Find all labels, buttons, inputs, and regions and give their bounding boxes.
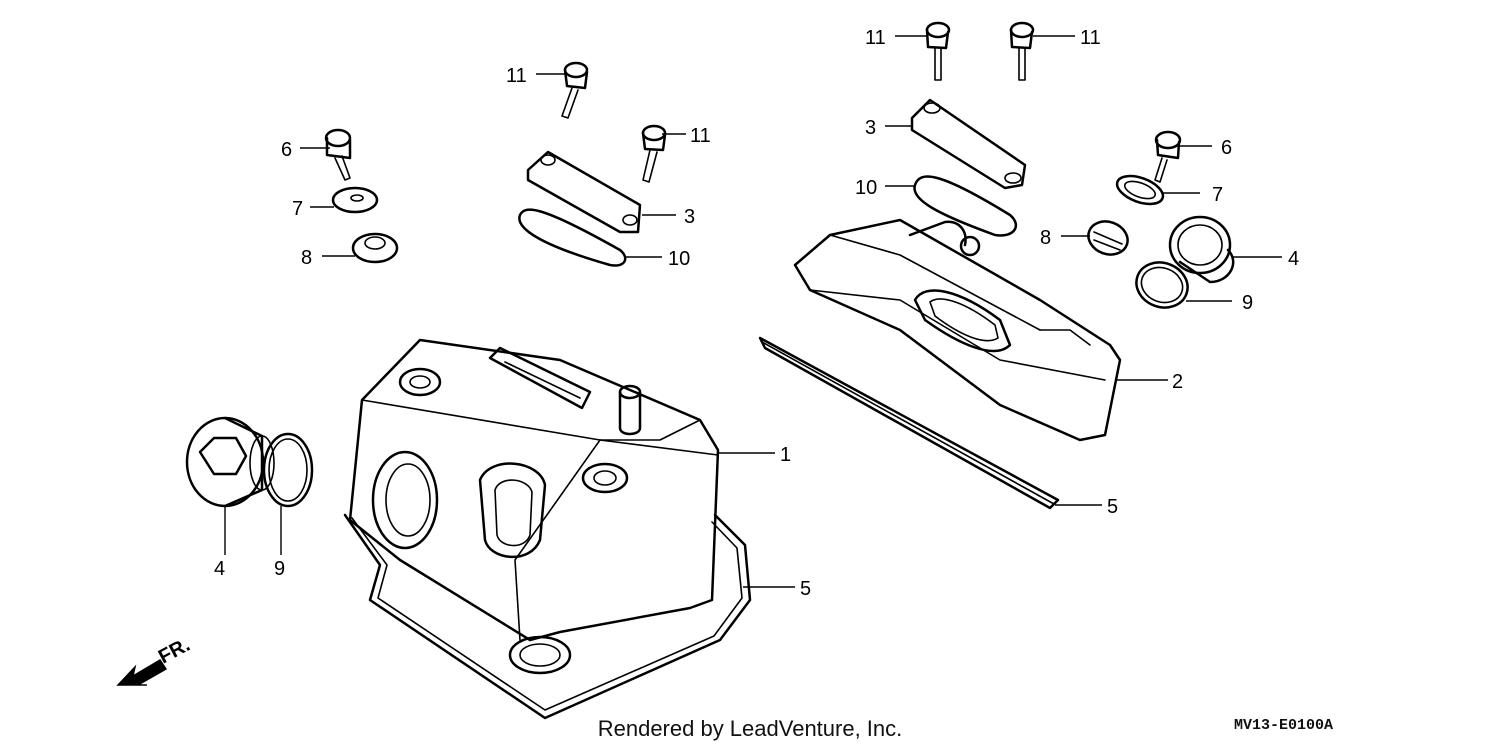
bolt-11-left-top <box>561 61 589 119</box>
callout-9-left: 9 <box>274 558 285 580</box>
callout-8-right: 8 <box>1040 227 1051 249</box>
oil-filler-cap-right <box>1168 215 1235 284</box>
callout-10-left: 10 <box>668 248 690 270</box>
callout-3-left: 3 <box>684 206 695 228</box>
callout-9-right: 9 <box>1242 292 1253 314</box>
leader-lines <box>224 35 1282 588</box>
cover-gasket-rear <box>758 336 1060 510</box>
washer-7-left <box>331 186 379 214</box>
o-ring-right <box>1135 261 1189 309</box>
oil-filler-cap-left <box>185 416 275 508</box>
grommet-8-left <box>351 232 399 264</box>
callout-11-left-mid: 11 <box>690 125 711 147</box>
render-credit: Rendered by LeadVenture, Inc. <box>597 716 903 741</box>
callout-7-right: 7 <box>1212 184 1223 206</box>
tappet-gasket-right <box>913 175 1018 237</box>
callout-11-right-a: 11 <box>865 27 886 49</box>
callout-8-left: 8 <box>301 247 312 269</box>
callout-5-rear: 5 <box>1107 496 1118 518</box>
bolt-6-right <box>1154 130 1182 183</box>
bolt-6-left <box>324 128 352 181</box>
diagram-code: MV13-E0100A <box>1234 717 1334 734</box>
tappet-gasket-left <box>518 208 627 267</box>
cover-gasket-front <box>343 513 752 720</box>
callout-2: 2 <box>1172 371 1183 393</box>
bolt-11-left-mid <box>641 124 667 183</box>
callout-5-front: 5 <box>800 578 811 600</box>
callout-4-left: 4 <box>214 558 225 580</box>
callout-10-right: 10 <box>855 177 877 199</box>
tappet-cover-left <box>526 150 642 234</box>
cylinder-head-cover-rear <box>793 218 1122 442</box>
callout-6-left: 6 <box>281 139 292 161</box>
callout-4-right: 4 <box>1288 248 1299 270</box>
callout-11-right-b: 11 <box>1080 27 1101 49</box>
grommet-8-right <box>1087 220 1129 256</box>
callout-6-right: 6 <box>1221 137 1232 159</box>
front-direction-arrow-icon: FR. <box>116 634 194 686</box>
bolt-11-right-a <box>925 21 951 81</box>
bolt-11-right-b <box>1009 21 1035 81</box>
callout-3-right: 3 <box>865 117 876 139</box>
cylinder-head-cover-front <box>348 338 720 642</box>
callout-7-left: 7 <box>292 198 303 220</box>
callout-11-left-top: 11 <box>506 65 527 87</box>
callout-1: 1 <box>780 444 791 466</box>
o-ring-left <box>262 432 314 508</box>
callout-numbers: 1 2 3 3 4 4 5 5 6 6 7 7 8 8 9 9 10 10 11… <box>214 27 1299 600</box>
washer-7-right <box>1115 174 1165 206</box>
tappet-cover-right <box>910 98 1027 190</box>
